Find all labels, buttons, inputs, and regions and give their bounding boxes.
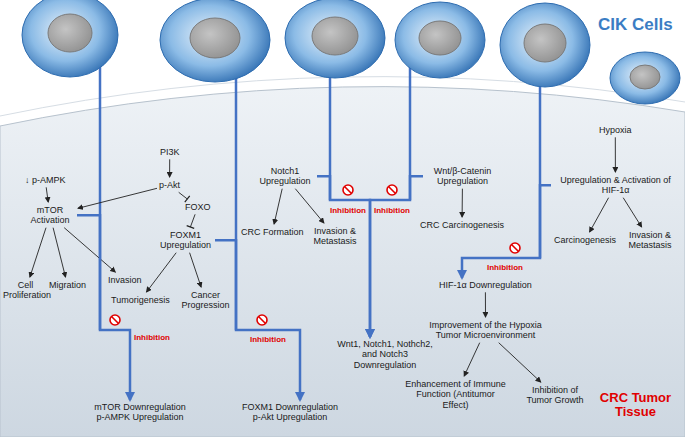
text-node: Invasion — [108, 275, 142, 285]
node-text: Hypoxia — [599, 125, 632, 135]
pathway-arrow — [46, 187, 48, 202]
pathway-arrow — [190, 253, 202, 287]
text-node: p-Akt — [159, 180, 180, 190]
text-node: FOXM1 Upregulation — [158, 230, 213, 251]
pathway-arrow — [499, 343, 541, 382]
node-text: Wnt1, Notch1, Nothch2, and Notch3 Downre… — [330, 339, 440, 370]
text-node: FOXO — [185, 202, 211, 212]
cells-title: CIK Cells — [598, 16, 673, 35]
cik-lines — [100, 40, 540, 330]
pathway-arrow — [623, 198, 641, 227]
node-text: Invasion — [108, 275, 142, 285]
text-node: Notch1 Upregulation — [255, 166, 315, 187]
text-node: Wnt/β-Catenin Upregulation — [425, 166, 500, 187]
node-text: Improvement of the Hypoxia Tumor Microen… — [423, 320, 548, 341]
node-text: FOXM1 Upregulation — [158, 230, 213, 251]
node-text: Invasion & Metastasis — [625, 230, 675, 251]
inhibition-label: Inhibition — [134, 334, 170, 342]
node-text: Cell Proliferation — [3, 280, 48, 301]
text-node: Inhibition of Tumor Growth — [520, 385, 590, 406]
inhibition-arrow — [370, 176, 423, 337]
node-text: mTOR Activation — [25, 205, 75, 226]
inhibition-arrow — [77, 215, 130, 400]
text-node: FOXM1 Downregulation p-Akt Upregulation — [240, 402, 340, 423]
node-text: mTOR Downregulation p-AMPK Upregulation — [90, 402, 190, 423]
text-node: ↓ p-AMPK — [25, 175, 66, 185]
node-text: HIF-1α Downregulation — [439, 280, 532, 290]
text-node: mTOR Activation — [25, 205, 75, 226]
node-text: Migration — [49, 280, 86, 290]
node-text: Upregulation & Activation of HIF-1α — [553, 175, 678, 196]
inhibition-label: Inhibition — [250, 336, 286, 344]
inhibition-label: Inhibition — [487, 264, 523, 272]
node-text: CRC Formation — [241, 227, 304, 237]
text-node: Upregulation & Activation of HIF-1α — [553, 175, 678, 196]
node-text: Wnt/β-Catenin Upregulation — [425, 166, 500, 187]
cik-cells — [22, 0, 680, 104]
text-node: mTOR Downregulation p-AMPK Upregulation — [90, 402, 190, 423]
text-node: PI3K — [160, 147, 180, 157]
pathway-arrow — [274, 189, 282, 224]
pathway-arrow — [64, 228, 115, 272]
text-node: Cell Proliferation — [3, 280, 48, 301]
pathway-arrow — [615, 137, 616, 172]
text-node: Hypoxia — [599, 125, 632, 135]
pathway-arrow — [462, 189, 463, 217]
node-text: Inhibition of Tumor Growth — [520, 385, 590, 406]
tissue-label: CRC Tumor Tissue — [598, 391, 673, 420]
node-text: PI3K — [160, 147, 180, 157]
pathway-arrow — [190, 214, 195, 227]
node-text: Carcinogenesis — [554, 235, 616, 245]
text-node: Cancer Progression — [178, 290, 233, 311]
pathway-arrow — [295, 189, 324, 223]
pathway-arrow — [464, 343, 480, 376]
text-node: Wnt1, Notch1, Nothch2, and Notch3 Downre… — [330, 339, 440, 370]
node-text: Cancer Progression — [178, 290, 233, 311]
node-text: Tumorigenesis — [111, 295, 170, 305]
pathway-arrow — [78, 188, 157, 208]
pathway-arrow — [179, 192, 188, 199]
inhibition-arrow — [462, 185, 551, 278]
node-text: Invasion & Metastasis — [310, 226, 360, 247]
pathway-arrow — [147, 253, 177, 292]
text-node: HIF-1α Downregulation — [439, 280, 532, 290]
inhibition-symbols — [110, 185, 520, 325]
pathway-arrow — [485, 292, 486, 317]
tissue-outer-line — [0, 77, 685, 116]
tumor-tissue — [0, 87, 685, 437]
node-text: FOXM1 Downregulation p-Akt Upregulation — [240, 402, 340, 423]
inhibition-arrow — [215, 240, 300, 400]
pathway-arrow — [590, 198, 609, 232]
text-node: Invasion & Metastasis — [625, 230, 675, 251]
node-text: Notch1 Upregulation — [255, 166, 315, 187]
inhibition-label: Inhibition — [330, 207, 366, 215]
node-text: p-Akt — [159, 180, 180, 190]
node-text: FOXO — [185, 202, 211, 212]
text-node: CRC Formation — [241, 227, 304, 237]
node-text: Enhancement of Immune Function (Antitumo… — [403, 379, 508, 410]
inhibition-arrow — [317, 176, 370, 337]
node-text: ↓ p-AMPK — [25, 175, 66, 185]
node-text: CRC Carcinogenesis — [420, 220, 504, 230]
pathway-arrow — [169, 159, 170, 177]
text-node: Improvement of the Hypoxia Tumor Microen… — [423, 320, 548, 341]
text-node: Tumorigenesis — [111, 295, 170, 305]
text-node: Enhancement of Immune Function (Antitumo… — [403, 379, 508, 410]
text-node: Invasion & Metastasis — [310, 226, 360, 247]
pathway-arrow — [30, 228, 46, 277]
text-node: CRC Carcinogenesis — [420, 220, 504, 230]
text-node: Migration — [49, 280, 86, 290]
pathway-arrow — [53, 228, 65, 277]
inhibition-label: Inhibition — [374, 207, 410, 215]
text-node: Carcinogenesis — [554, 235, 616, 245]
